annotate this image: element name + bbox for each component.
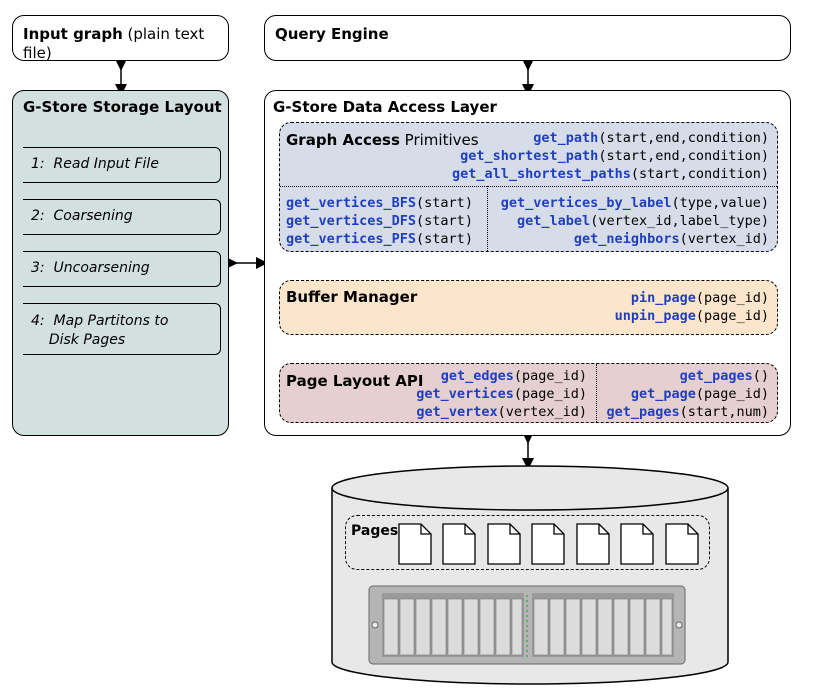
step-label: Read Input File: [53, 156, 159, 172]
pages-label: Pages: [351, 523, 399, 539]
api-call: pin_page(page_id): [630, 290, 769, 306]
page-icons: [398, 523, 699, 565]
divider: [596, 364, 597, 422]
step-number: 2:: [31, 208, 45, 224]
api-call: get_vertex(vertex_id): [416, 404, 587, 420]
api-call: get_vertices_BFS(start): [286, 195, 473, 211]
api-call: get_vertices_DFS(start): [286, 213, 473, 229]
data-access-title: G-Store Data Access Layer: [273, 98, 497, 116]
api-call: get_page(page_id): [630, 386, 769, 402]
step-label-line2: Disk Pages: [48, 332, 126, 348]
step-number: 3:: [31, 260, 45, 276]
api-call: unpin_page(page_id): [614, 308, 769, 324]
page-icon: [665, 523, 699, 565]
storage-step: 4: Map Partitons to Disk Pages: [23, 303, 221, 355]
disk-array-icon: [368, 585, 686, 665]
api-call: get_pages(start,num): [606, 404, 769, 420]
query-engine-title: Query Engine: [275, 25, 389, 43]
storage-step: 1: Read Input File: [23, 147, 221, 183]
api-call: get_vertices_by_label(type,value): [500, 195, 769, 211]
api-call: get_path(start,end,condition): [533, 130, 769, 146]
graph-access-left-calls: get_vertices_BFS(start) get_vertices_DFS…: [286, 194, 473, 248]
page-icon: [398, 523, 432, 565]
input-graph-box: Input graph (plain text file): [12, 15, 229, 62]
page-layout-left-calls: get_edges(page_id) get_vertices(page_id)…: [416, 367, 587, 421]
page-icon: [487, 523, 521, 565]
storage-step: 3: Uncoarsening: [23, 251, 221, 287]
divider: [487, 186, 488, 251]
api-call: get_pages(): [679, 368, 769, 384]
input-graph-title: Input graph: [23, 25, 123, 43]
page-icon: [531, 523, 565, 565]
page-icon: [576, 523, 610, 565]
page-icon: [620, 523, 654, 565]
step-label: Map Partitons to: [53, 313, 169, 329]
graph-access-title: Graph Access Primitives: [286, 131, 479, 149]
page-icon: [442, 523, 476, 565]
api-call: get_vertices_PFS(start): [286, 231, 473, 247]
step-number: 4:: [31, 313, 45, 329]
api-call: get_edges(page_id): [440, 368, 587, 384]
storage-step: 2: Coarsening: [23, 199, 221, 235]
graph-access-top-calls: get_path(start,end,condition) get_shorte…: [452, 129, 769, 183]
graph-access-right-calls: get_vertices_by_label(type,value) get_la…: [501, 194, 769, 248]
api-call: get_vertices(page_id): [416, 386, 587, 402]
api-call: get_all_shortest_paths(start,condition): [452, 166, 769, 182]
buffer-manager-title: Buffer Manager: [286, 288, 418, 306]
divider: [280, 186, 777, 187]
page-layout-box: Page Layout API get_edges(page_id) get_v…: [279, 363, 778, 423]
api-call: get_label(vertex_id,label_type): [517, 213, 769, 229]
step-label: Coarsening: [53, 208, 133, 224]
query-engine-box: Query Engine: [264, 15, 791, 61]
storage-layout-box: G-Store Storage Layout 1: Read Input Fil…: [12, 90, 229, 436]
graph-access-box: Graph Access Primitives get_path(start,e…: [279, 122, 778, 252]
step-number: 1:: [31, 156, 45, 172]
step-label: Uncoarsening: [53, 260, 150, 276]
api-call: get_neighbors(vertex_id): [573, 231, 769, 247]
graph-access-title-rest: Primitives: [399, 131, 479, 149]
input-graph-subtitle: (plain text file): [23, 25, 205, 62]
page-layout-title: Page Layout API: [286, 372, 424, 390]
buffer-manager-calls: pin_page(page_id) unpin_page(page_id): [615, 289, 769, 325]
graph-access-title-bold: Graph Access: [286, 131, 400, 149]
api-call: get_shortest_path(start,end,condition): [460, 148, 769, 164]
storage-layout-title: G-Store Storage Layout: [23, 98, 222, 116]
page-layout-right-calls: get_pages() get_page(page_id) get_pages(…: [606, 367, 769, 421]
pages-box: Pages: [345, 515, 710, 570]
buffer-manager-box: Buffer Manager pin_page(page_id) unpin_p…: [279, 280, 778, 335]
